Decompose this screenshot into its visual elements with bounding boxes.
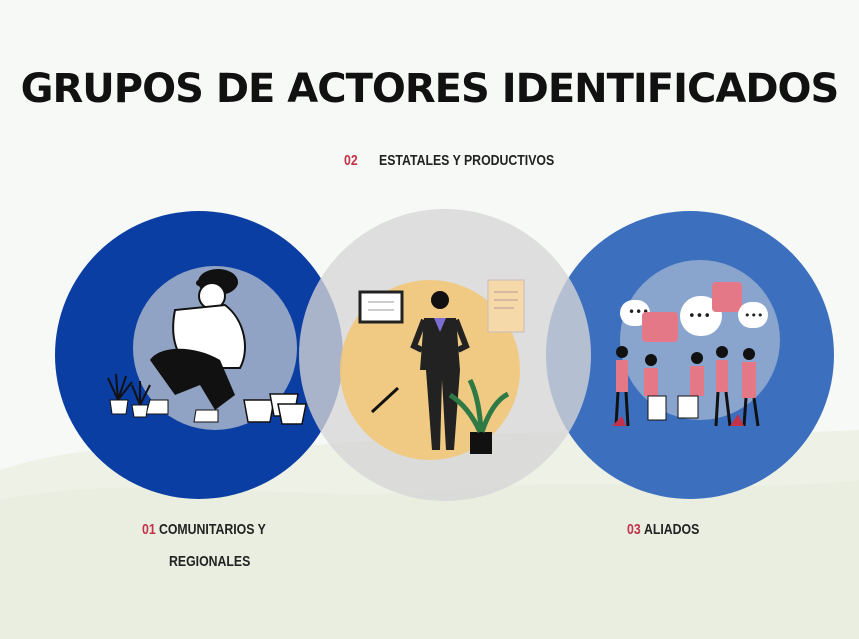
group-01-number: 01 (142, 521, 156, 538)
group-01-label-line2: REGIONALES (169, 553, 250, 570)
svg-text:•••: ••• (744, 309, 763, 322)
people-conversation-illustration: ••• ••• ••• (612, 260, 780, 427)
group-03-number: 03 (627, 521, 641, 538)
group-01-text-line2: REGIONALES (169, 553, 251, 570)
group-01-text-line1: COMUNITARIOS Y (158, 521, 266, 538)
gardener-illustration (107, 266, 307, 430)
group-03-text: ALIADOS (643, 521, 700, 538)
group-02-label: 02 ESTATALES Y PRODUCTIVOS (344, 152, 554, 169)
svg-text:•••: ••• (688, 309, 711, 324)
official-woman-illustration (340, 279, 525, 460)
group-02-number: 02 (344, 152, 358, 169)
group-02-text: ESTATALES Y PRODUCTIVOS (379, 152, 555, 169)
page-title: GRUPOS DE ACTORES IDENTIFICADOS (20, 66, 840, 112)
